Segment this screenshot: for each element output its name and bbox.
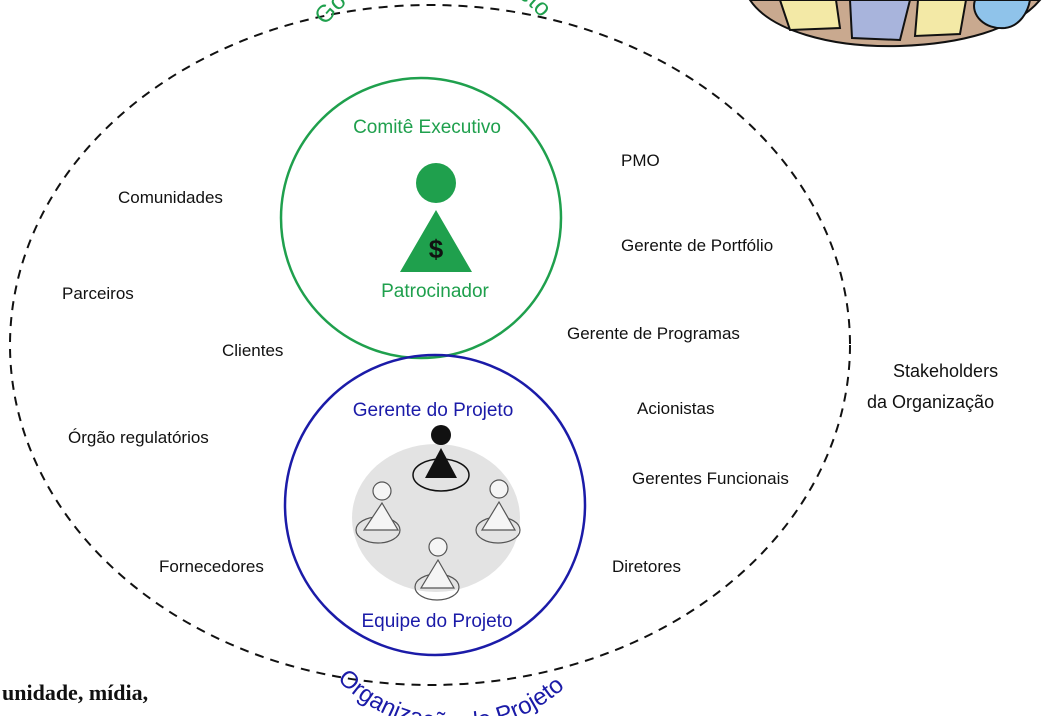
manager-person-icon [412, 425, 470, 492]
stakeholder-label: Gerentes Funcionais [632, 469, 789, 488]
stakeholder-label: Fornecedores [159, 557, 264, 576]
org-stakeholders-label: da Organização [867, 392, 994, 412]
organization-boundary [9, 4, 851, 686]
team-member-icon [355, 481, 401, 544]
committee-label: Comitê Executivo [353, 117, 501, 138]
team-member-icon [475, 479, 521, 544]
stakeholder-label: Acionistas [637, 399, 714, 418]
team-member-icon [414, 537, 460, 601]
stakeholder-label: PMO [621, 151, 660, 170]
cut-off-text: unidade, mídia, [2, 680, 148, 705]
team-area [352, 444, 520, 592]
sponsor-label: Patrocinador [381, 281, 489, 302]
stakeholder-label: Gerente de Portfólio [621, 236, 773, 255]
manager-label: Gerente do Projeto [353, 400, 514, 421]
governance-circle [279, 76, 563, 360]
stakeholder-label: Clientes [222, 341, 283, 360]
stakeholder-label: Diretores [612, 557, 681, 576]
organization-arc-title: Organização de Projeto [333, 664, 569, 716]
clipart-papers-icon [748, 0, 1042, 48]
organization-circle [283, 353, 587, 657]
stakeholder-label: Gerente de Programas [567, 324, 740, 343]
team-label: Equipe do Projeto [361, 611, 512, 632]
stakeholder-label: Parceiros [62, 284, 134, 303]
stakeholder-label: Comunidades [118, 188, 223, 207]
svg-text:$: $ [429, 234, 444, 264]
stakeholder-label: Órgão regulatórios [68, 428, 209, 447]
org-stakeholders-label: Stakeholders [893, 361, 998, 381]
sponsor-person-icon: $ [400, 163, 472, 272]
